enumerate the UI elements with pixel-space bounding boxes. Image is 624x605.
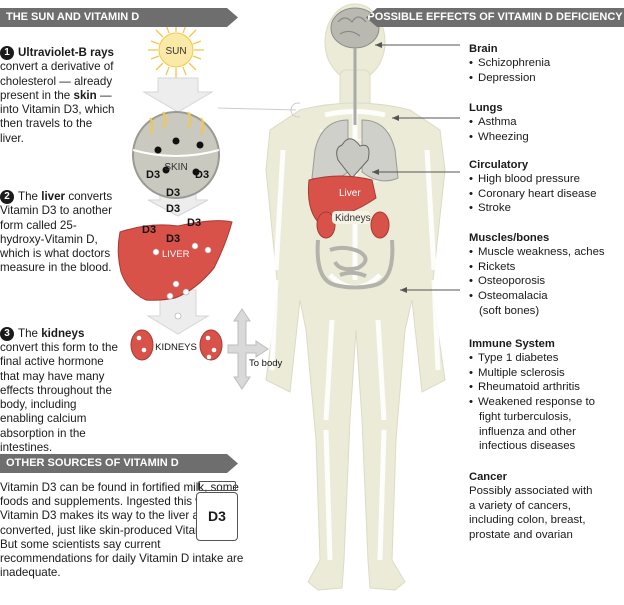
body-liver <box>307 175 377 223</box>
step-2: 2 The liver converts Vitamin D3 to anothe… <box>0 190 116 276</box>
header-right-banner: POSSIBLE EFFECTS OF VITAMIN D DEFICIENCY <box>366 8 624 27</box>
liver-icon <box>117 220 233 301</box>
d3-label: D3 <box>195 169 209 181</box>
d3-label: D3 <box>166 233 180 245</box>
effect-immune: Immune System Type 1 diabetes Multiple s… <box>469 337 624 454</box>
step-2-text: converts Vitamin D3 to another form call… <box>0 190 113 275</box>
effect-cancer: Cancer Possibly associated with a variet… <box>469 470 624 543</box>
effect-item: High blood pressure <box>469 172 624 187</box>
step-2-pre: The <box>18 190 38 203</box>
body-kidney-right <box>370 211 390 239</box>
step-3-number: 3 <box>0 327 14 341</box>
header-left-title: THE SUN AND VITAMIN D <box>6 11 140 23</box>
step-1-bold2: skin <box>73 88 97 102</box>
effect-lungs-title: Lungs <box>469 102 503 114</box>
body-illustration: Liver Kidneys <box>265 3 460 591</box>
effect-item: Wheezing <box>469 130 624 145</box>
lungs <box>311 119 399 182</box>
step-3-pre: The <box>18 327 38 340</box>
effect-item: (soft bones) <box>479 304 540 317</box>
d3-label: D3 <box>166 203 180 215</box>
effect-item: infectious diseases <box>479 440 576 453</box>
step-3-top: 3 The kidneys <box>0 327 118 341</box>
effect-item: Muscle weakness, aches <box>469 245 624 260</box>
kidneys-label: KIDNEYS <box>155 342 197 353</box>
process-diagram: SUN SKIN D3 D3 D3 D3 D3 D3 D3 LIVER KIDN… <box>117 22 300 390</box>
effect-brain: Brain Schizophrenia Depression <box>469 42 624 85</box>
effect-muscles-title: Muscles/bones <box>469 232 550 244</box>
effect-item: Rickets <box>469 260 624 275</box>
effect-item: Type 1 diabetes <box>469 351 624 366</box>
header-right-title: POSSIBLE EFFECTS OF VITAMIN D DEFICIENCY <box>367 11 623 23</box>
effect-muscles-bones: Muscles/bones Muscle weakness, aches Ric… <box>469 231 624 319</box>
d3-label: D3 <box>187 217 201 229</box>
header-left-banner: THE SUN AND VITAMIN D <box>0 8 238 27</box>
body-kidney-left <box>316 211 336 239</box>
effect-item: including colon, breast, <box>469 514 586 527</box>
effect-item: Rheumatoid arthritis <box>469 380 624 395</box>
body-liver-label: Liver <box>339 188 361 199</box>
effect-item: fight turberculosis, <box>479 410 572 423</box>
bottle-icon: D3 <box>196 481 238 541</box>
effect-item: Osteomalacia <box>469 289 624 304</box>
molecules <box>152 242 212 320</box>
effect-item: Multiple sclerosis <box>469 366 624 381</box>
step-2-number: 2 <box>0 190 14 204</box>
other-sources-text: Vitamin D3 can be found in fortified mil… <box>0 481 244 580</box>
body-kidneys-label: Kidneys <box>335 213 371 224</box>
body-kidneys-label-bg <box>332 211 370 224</box>
effect-item: Asthma <box>469 115 624 130</box>
step-1-number: 1 <box>0 46 14 60</box>
liver-label: LIVER <box>162 249 190 260</box>
step-1-text2: — into Vitamin D3, which then travels to… <box>0 88 115 145</box>
effect-circulatory-title: Circulatory <box>469 159 529 171</box>
step-1: 1 Ultraviolet-B rays convert a derivative… <box>0 46 118 146</box>
step-1-bold: Ultraviolet-B rays <box>18 46 115 59</box>
effect-item: Possibly associated with <box>469 485 593 497</box>
step-3-text: convert this form to the final active ho… <box>0 341 118 455</box>
other-sources-title: OTHER SOURCES OF VITAMIN D <box>6 457 179 469</box>
effect-item: Stroke <box>469 201 624 216</box>
connector-arrowheads <box>372 42 407 293</box>
bottle-label: D3 <box>196 492 238 541</box>
effect-item: influenza and other <box>479 425 576 438</box>
d3-label: D3 <box>142 224 156 236</box>
kidneys-icon <box>130 329 223 361</box>
to-body-arrows <box>227 308 269 390</box>
d3-label: D3 <box>166 187 180 199</box>
other-sources-banner: OTHER SOURCES OF VITAMIN D <box>0 454 238 473</box>
step-3-body: convert this form to the final active ho… <box>0 341 238 455</box>
skin-icon <box>132 111 220 199</box>
effect-brain-title: Brain <box>469 43 498 55</box>
effect-immune-title: Immune System <box>469 338 555 350</box>
effect-lungs: Lungs Asthma Wheezing <box>469 101 624 144</box>
effect-item: Coronary heart disease <box>469 187 624 202</box>
sun-label: SUN <box>165 46 186 57</box>
to-body-label: To body <box>249 358 283 369</box>
effect-item: Osteoporosis <box>469 274 624 289</box>
effect-circulatory: Circulatory High blood pressure Coronary… <box>469 158 624 216</box>
heart <box>336 138 370 179</box>
step-2-bold: liver <box>41 190 66 203</box>
step-1-text: convert a derivative of cholesterol — al… <box>0 60 114 102</box>
step-3-bold: kidneys <box>41 327 85 340</box>
sun-icon <box>148 22 204 78</box>
connector-lines <box>372 44 460 291</box>
d3-label: D3 <box>146 169 160 181</box>
skin-label: SKIN <box>164 162 187 173</box>
intestines <box>315 239 395 290</box>
effect-item: Weakened response to <box>469 395 624 410</box>
effect-item: a variety of cancers, <box>469 499 571 512</box>
effect-item: Schizophrenia <box>469 56 624 71</box>
effect-item: prostate and ovarian <box>469 529 573 542</box>
effect-cancer-title: Cancer <box>469 471 507 483</box>
effect-item: Depression <box>469 71 624 86</box>
